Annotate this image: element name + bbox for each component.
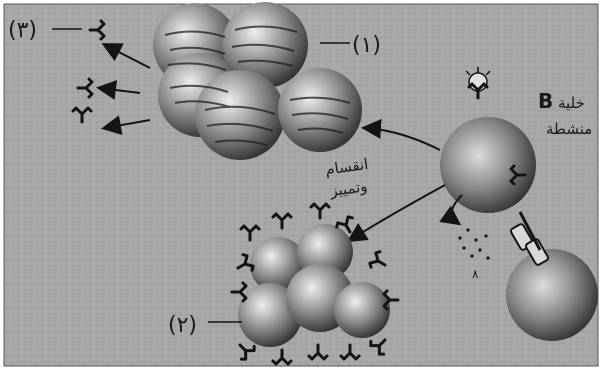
b-letter: B bbox=[538, 89, 553, 113]
b-cell-label-line2: منشطة bbox=[546, 120, 592, 138]
label-3: (٣) bbox=[8, 18, 37, 43]
small-number: ٨ bbox=[472, 267, 479, 281]
b-cell-label-line1: خلية bbox=[558, 94, 585, 112]
label-1: (١) bbox=[352, 33, 381, 58]
label-2: (٢) bbox=[168, 313, 197, 338]
